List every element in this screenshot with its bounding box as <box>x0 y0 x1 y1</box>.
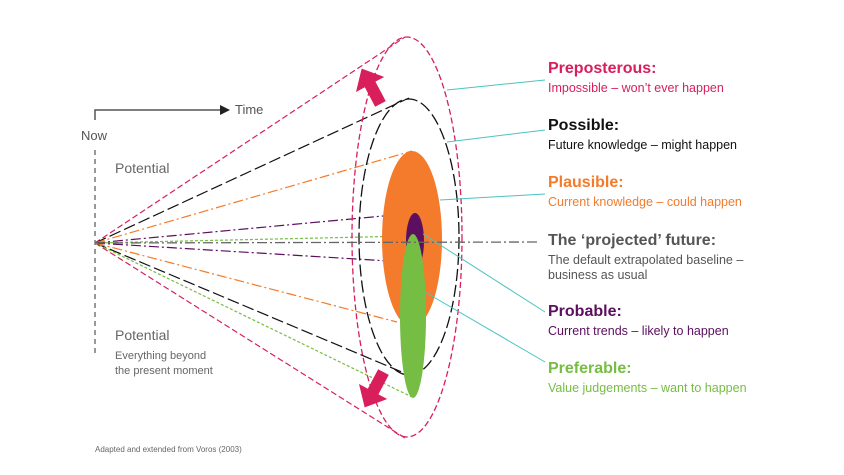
now-label: Now <box>81 128 108 143</box>
plausible-title: Plausible: <box>548 174 624 191</box>
potential-bottom-label: Potential <box>115 327 170 343</box>
plausible-line-bottom <box>94 242 398 323</box>
possible-title: Possible: <box>548 117 620 134</box>
legend-preposterous: Preposterous: Impossible – won’t ever ha… <box>548 60 724 95</box>
time-arrow-icon <box>220 105 230 115</box>
potential-top-label: Potential <box>115 160 170 176</box>
projected-title: The ‘projected’ future: <box>548 232 717 249</box>
preferable-title: Preferable: <box>548 360 632 377</box>
possible-desc: Future knowledge – might happen <box>548 138 738 152</box>
preferable-desc: Value judgements – want to happen <box>548 381 747 395</box>
preposterous-title: Preposterous: <box>548 60 657 77</box>
probable-line-bottom <box>94 242 406 263</box>
footnote: Adapted and extended from Voros (2003) <box>95 445 242 454</box>
preferable-ellipse <box>400 234 426 398</box>
legend-preferable: Preferable: Value judgements – want to h… <box>548 360 747 395</box>
plausible-desc: Current knowledge – could happen <box>548 195 742 209</box>
potential-description: Everything beyond the present moment <box>115 349 213 379</box>
projected-line <box>94 241 541 244</box>
preposterous-line-bottom <box>94 242 406 439</box>
probable-desc: Current trends – likely to happen <box>548 324 729 338</box>
plausible-line-top <box>94 150 413 244</box>
legend-possible: Possible: Future knowledge – might happe… <box>548 117 737 152</box>
leader-plausible <box>439 193 546 201</box>
legend-plausible: Plausible: Current knowledge – could hap… <box>548 174 742 209</box>
preposterous-line-top <box>94 36 406 244</box>
legend-projected: The ‘projected’ future: The default extr… <box>548 232 743 282</box>
leader-possible <box>446 129 546 143</box>
leader-preposterous <box>446 79 546 91</box>
projected-desc-2: business as usual <box>548 268 648 282</box>
time-axis <box>94 109 220 120</box>
possible-line-top <box>94 97 410 244</box>
expand-up-arrow-icon <box>355 68 386 107</box>
probable-title: Probable: <box>548 303 622 320</box>
potential-desc-line-1: Everything beyond <box>115 350 207 362</box>
projected-desc: The default extrapolated baseline – <box>548 253 744 267</box>
time-label: Time <box>235 102 264 117</box>
expand-down-arrow-icon <box>358 369 389 408</box>
probable-line-top <box>94 212 416 244</box>
leader-probable <box>422 233 546 313</box>
preferable-line-top <box>94 235 411 244</box>
legend-probable: Probable: Current trends – likely to hap… <box>548 303 729 338</box>
potential-desc-line-2: the present moment <box>115 365 213 377</box>
preposterous-ellipse <box>351 36 463 438</box>
preferable-line-bottom <box>94 242 413 398</box>
preposterous-desc: Impossible – won’t ever happen <box>548 81 724 95</box>
leader-preferable <box>424 291 546 363</box>
possible-line-bottom <box>94 242 410 376</box>
